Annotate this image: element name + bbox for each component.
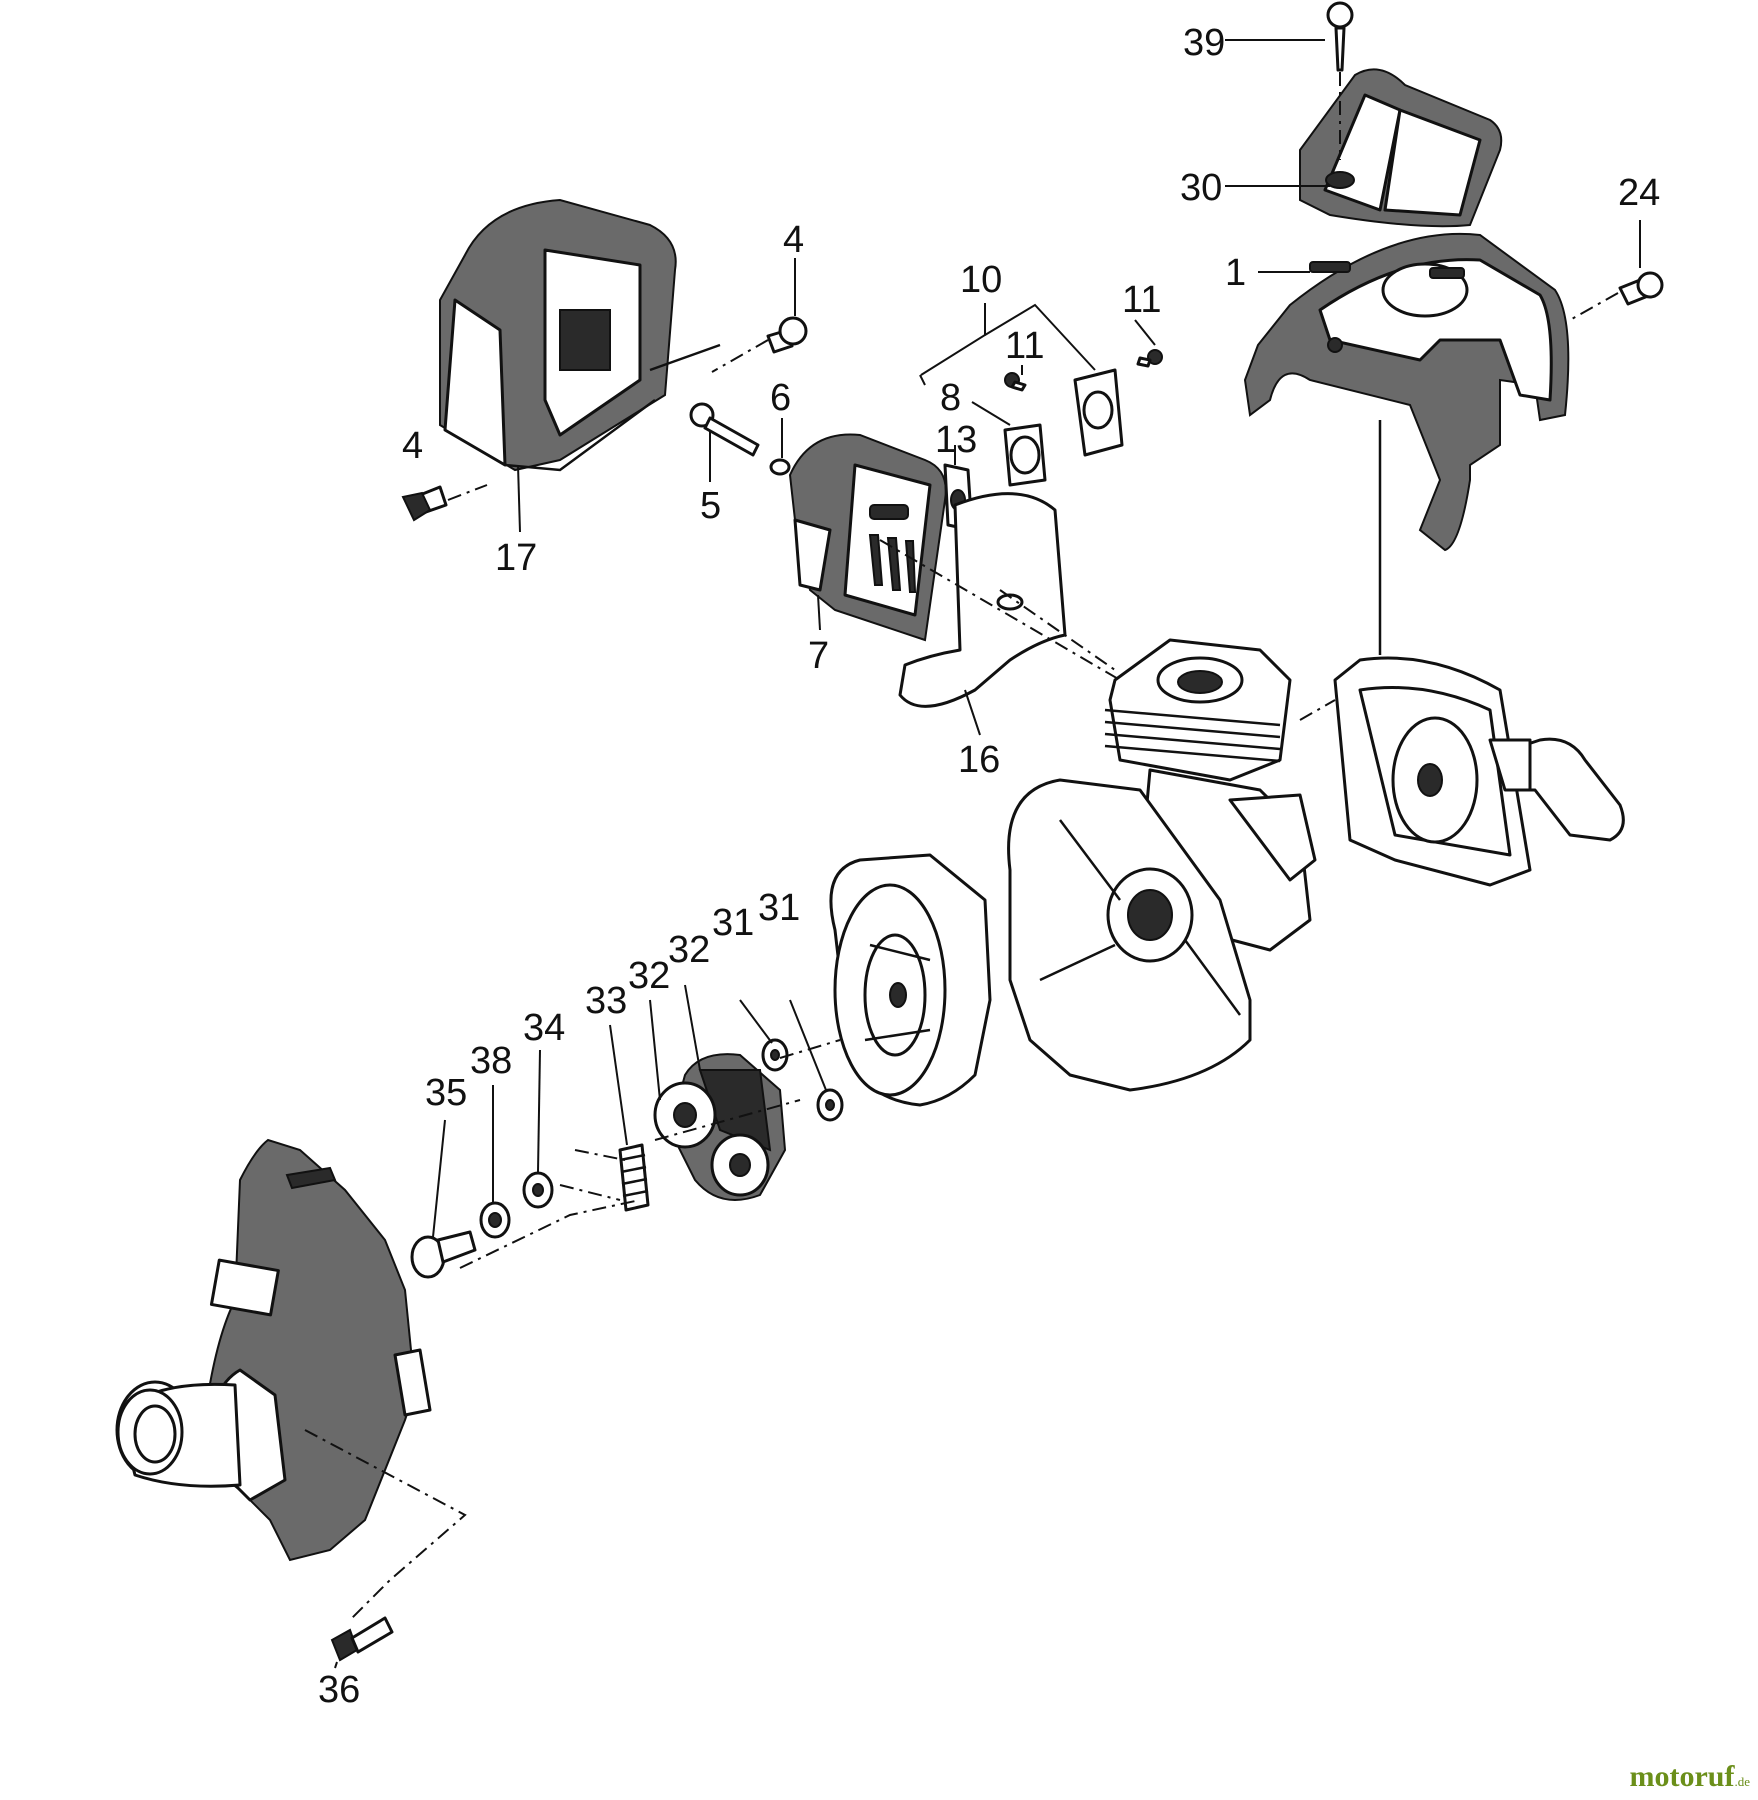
callout-32-right: 32 bbox=[668, 929, 710, 971]
callout-33: 33 bbox=[585, 980, 627, 1022]
watermark-tld: .de bbox=[1734, 1774, 1750, 1789]
part-24-screw bbox=[1618, 271, 1664, 306]
callout-16: 16 bbox=[958, 739, 1000, 781]
part-5-bolt bbox=[689, 402, 760, 457]
part-11-screw-a bbox=[1004, 372, 1027, 392]
callout-17: 17 bbox=[495, 537, 537, 579]
part-1-shroud bbox=[1243, 232, 1570, 552]
callout-24: 24 bbox=[1618, 172, 1660, 214]
engine-crankcase bbox=[1007, 778, 1252, 1092]
clutch-housing bbox=[115, 1138, 432, 1562]
callout-39: 39 bbox=[1183, 22, 1225, 64]
recoil-starter bbox=[1333, 656, 1625, 887]
assembly-lines bbox=[304, 72, 1619, 1619]
callout-6: 6 bbox=[770, 377, 791, 419]
flywheel bbox=[829, 853, 992, 1107]
callout-11-right: 11 bbox=[1122, 279, 1161, 321]
callout-32-left: 32 bbox=[628, 955, 670, 997]
callout-30: 30 bbox=[1180, 167, 1222, 209]
part-6-washer bbox=[769, 458, 791, 476]
part-32-clutch bbox=[653, 1053, 787, 1201]
part-33-spring bbox=[618, 1143, 650, 1212]
part-34-washer bbox=[522, 1171, 554, 1209]
callout-10: 10 bbox=[960, 259, 1002, 301]
part-17-filter-cover bbox=[439, 198, 677, 472]
callout-31-right: 31 bbox=[758, 887, 800, 929]
callout-11-left: 11 bbox=[1005, 325, 1044, 367]
part-36-bolt bbox=[330, 1616, 394, 1662]
callout-34: 34 bbox=[523, 1007, 565, 1049]
part-7-muffler bbox=[788, 433, 947, 642]
part-8-bracket bbox=[1003, 423, 1047, 487]
callout-36: 36 bbox=[318, 1669, 360, 1711]
watermark-name: motoruf bbox=[1629, 1760, 1735, 1793]
callout-4-left: 4 bbox=[402, 425, 423, 467]
callout-1: 1 bbox=[1225, 252, 1246, 294]
part-10-plate bbox=[1073, 368, 1124, 457]
part-35-bolt bbox=[410, 1230, 477, 1279]
callout-7: 7 bbox=[808, 635, 829, 677]
part-38-washer bbox=[479, 1201, 511, 1239]
callout-13: 13 bbox=[935, 419, 977, 461]
part-39-screw bbox=[1326, 1, 1354, 72]
part-4-screw-top bbox=[766, 316, 808, 354]
watermark-logo: motoruf.de bbox=[1629, 1760, 1750, 1794]
part-31-washer-a bbox=[761, 1038, 789, 1072]
callout-8: 8 bbox=[940, 377, 961, 419]
callout-labels: 39 30 24 1 4 10 11 11 8 6 13 4 5 17 7 16… bbox=[318, 22, 1660, 1711]
engine-cylinder bbox=[1104, 638, 1317, 952]
callout-4-top: 4 bbox=[783, 219, 804, 261]
callout-35: 35 bbox=[425, 1072, 467, 1114]
callout-5: 5 bbox=[700, 485, 721, 527]
leader-lines bbox=[334, 39, 1641, 1669]
part-4-screw-left bbox=[401, 485, 448, 522]
callout-38: 38 bbox=[470, 1040, 512, 1082]
part-31-washer-b bbox=[816, 1088, 844, 1122]
part-30-cover bbox=[1299, 68, 1503, 228]
part-11-screw-b bbox=[1136, 349, 1163, 368]
callout-31-left: 31 bbox=[712, 902, 754, 944]
